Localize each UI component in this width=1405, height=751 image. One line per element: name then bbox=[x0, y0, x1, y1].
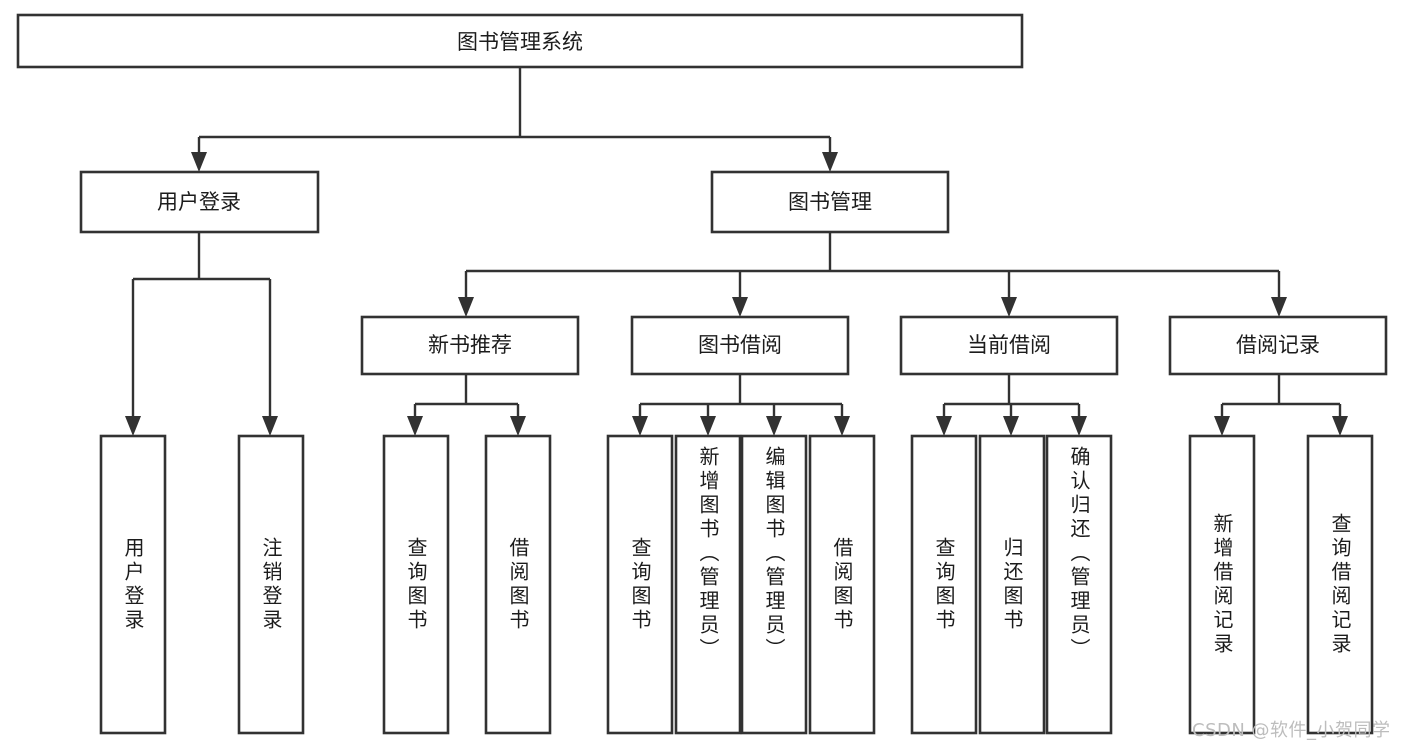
leaf-current-borrow-1[interactable] bbox=[910, 434, 978, 735]
arrowhead-br-add-record bbox=[1214, 416, 1230, 436]
arrowhead-new-book bbox=[458, 297, 474, 317]
arrowhead-nb-borrow-book bbox=[510, 416, 526, 436]
node-book-manage[interactable] bbox=[710, 170, 950, 234]
node-current-borrow-label: 当前借阅 bbox=[967, 333, 1051, 357]
nodes-group: 图书管理系统 用户登录 图书管理 新书推荐 图书借阅 当前借阅 借阅记录 bbox=[16, 13, 1388, 735]
node-book-manage-label: 图书管理 bbox=[788, 190, 872, 214]
node-root-label: 图书管理系统 bbox=[457, 30, 583, 54]
csdn-watermark: CSDN @软件_小贺同学 bbox=[1192, 720, 1391, 741]
node-root[interactable] bbox=[16, 13, 1024, 69]
node-new-book-recommend-label: 新书推荐 bbox=[428, 333, 512, 357]
edges-group bbox=[125, 67, 1348, 436]
arrowhead-leaf-user-login bbox=[125, 416, 141, 436]
leaf-user-login-2[interactable] bbox=[237, 434, 305, 735]
arrowhead-bb-borrow-book bbox=[834, 416, 850, 436]
arrowhead-bb-query-book bbox=[632, 416, 648, 436]
arrowhead-book-borrow bbox=[732, 297, 748, 317]
arrowhead-bb-add-book bbox=[700, 416, 716, 436]
node-user-login[interactable] bbox=[79, 170, 320, 234]
leaf-new-book-1[interactable] bbox=[382, 434, 450, 735]
arrowhead-current-borrow bbox=[1001, 297, 1017, 317]
leaf-new-book-2[interactable] bbox=[484, 434, 552, 735]
node-new-book-recommend[interactable] bbox=[360, 315, 580, 376]
node-book-borrow[interactable] bbox=[630, 315, 850, 376]
arrowhead-user-login bbox=[191, 152, 207, 172]
leaf-book-borrow-3[interactable] bbox=[740, 434, 808, 735]
leaf-borrow-record-1[interactable] bbox=[1188, 434, 1256, 735]
arrowhead-cb-return-book bbox=[1003, 416, 1019, 436]
arrowhead-borrow-record bbox=[1271, 297, 1287, 317]
leaf-book-borrow-1[interactable] bbox=[606, 434, 674, 735]
arrowhead-leaf-logout bbox=[262, 416, 278, 436]
arrowhead-cb-query-book bbox=[936, 416, 952, 436]
node-user-login-label: 用户登录 bbox=[157, 190, 241, 214]
leaf-book-borrow-4[interactable] bbox=[808, 434, 876, 735]
leaf-current-borrow-3[interactable] bbox=[1045, 434, 1113, 735]
arrowhead-br-query-record bbox=[1332, 416, 1348, 436]
arrowhead-nb-query-book bbox=[407, 416, 423, 436]
node-book-borrow-label: 图书借阅 bbox=[698, 333, 782, 357]
leaf-borrow-record-2[interactable] bbox=[1306, 434, 1374, 735]
leaf-book-borrow-2[interactable] bbox=[674, 434, 742, 735]
leaf-user-login-1[interactable] bbox=[99, 434, 167, 735]
arrowhead-book-manage bbox=[822, 152, 838, 172]
node-borrow-record-label: 借阅记录 bbox=[1236, 333, 1320, 357]
node-current-borrow[interactable] bbox=[899, 315, 1119, 376]
arrowhead-cb-confirm-return bbox=[1071, 416, 1087, 436]
leaf-current-borrow-2[interactable] bbox=[978, 434, 1046, 735]
arrowhead-bb-edit-book bbox=[766, 416, 782, 436]
node-borrow-record[interactable] bbox=[1168, 315, 1388, 376]
